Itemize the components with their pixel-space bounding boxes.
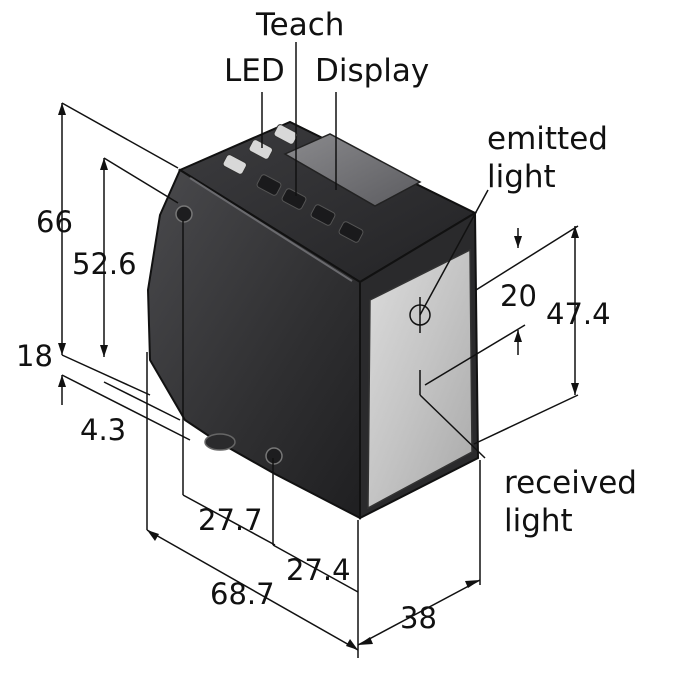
dim-20: 20	[500, 279, 537, 313]
mounting-hole-top	[175, 205, 193, 223]
label-led: LED	[224, 53, 285, 89]
label-received-light: light	[504, 503, 573, 539]
label-emitted-light: light	[487, 159, 556, 195]
dim-52-6: 52.6	[72, 247, 137, 281]
display-window	[283, 133, 422, 207]
arrowheads	[58, 103, 579, 650]
label-received: received	[504, 465, 637, 501]
label-teach: Teach	[256, 7, 345, 43]
sensor-housing	[146, 120, 480, 520]
dim-27-4: 27.4	[286, 553, 351, 587]
dim-38: 38	[400, 601, 437, 635]
dim-4-3: 4.3	[80, 413, 127, 447]
teach-button-2	[281, 188, 307, 210]
mounting-hole-bottom	[265, 447, 283, 465]
dim-68-7: 68.7	[210, 577, 275, 611]
teach-button-3	[310, 204, 336, 226]
dimension-lines	[61, 102, 579, 658]
led-indicator-2	[248, 139, 273, 160]
teach-button-1	[256, 174, 282, 196]
dim-27-7: 27.7	[198, 503, 263, 537]
teach-button-4	[338, 221, 364, 243]
label-emitted: emitted	[487, 121, 608, 157]
callout-lines	[261, 42, 489, 459]
label-display: Display	[315, 53, 430, 89]
connector	[204, 433, 236, 451]
dim-66: 66	[36, 205, 73, 239]
dim-47-4: 47.4	[546, 297, 611, 331]
dim-18: 18	[16, 339, 53, 373]
led-indicator-1	[222, 154, 247, 175]
